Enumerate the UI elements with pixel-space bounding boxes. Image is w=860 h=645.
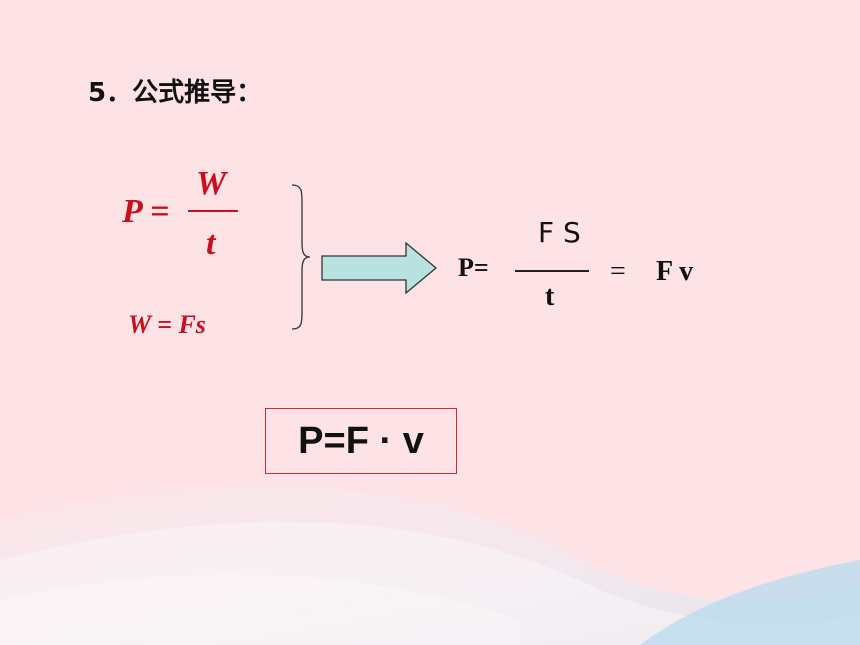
power-formula-denominator: t — [206, 225, 216, 262]
right-arrow-icon — [321, 241, 438, 295]
right-brace-icon — [291, 184, 311, 330]
conclusion-box: P=F · v — [265, 408, 457, 474]
derivation-fraction-line — [515, 270, 589, 272]
derivation-result: F v — [656, 256, 694, 287]
derivation-lhs: P= — [458, 253, 489, 282]
power-formula-numerator: W — [196, 165, 227, 202]
derivation-numerator: F S — [538, 216, 581, 249]
derivation-denominator: t — [545, 281, 555, 312]
section-heading: 5．公式推导： — [88, 78, 263, 108]
work-formula: W = Fs — [128, 310, 206, 339]
derivation-equals: = — [610, 256, 626, 287]
power-formula-fraction-line — [188, 210, 238, 212]
power-formula-lhs: P = — [122, 193, 170, 230]
conclusion-formula: P=F · v — [298, 419, 424, 462]
